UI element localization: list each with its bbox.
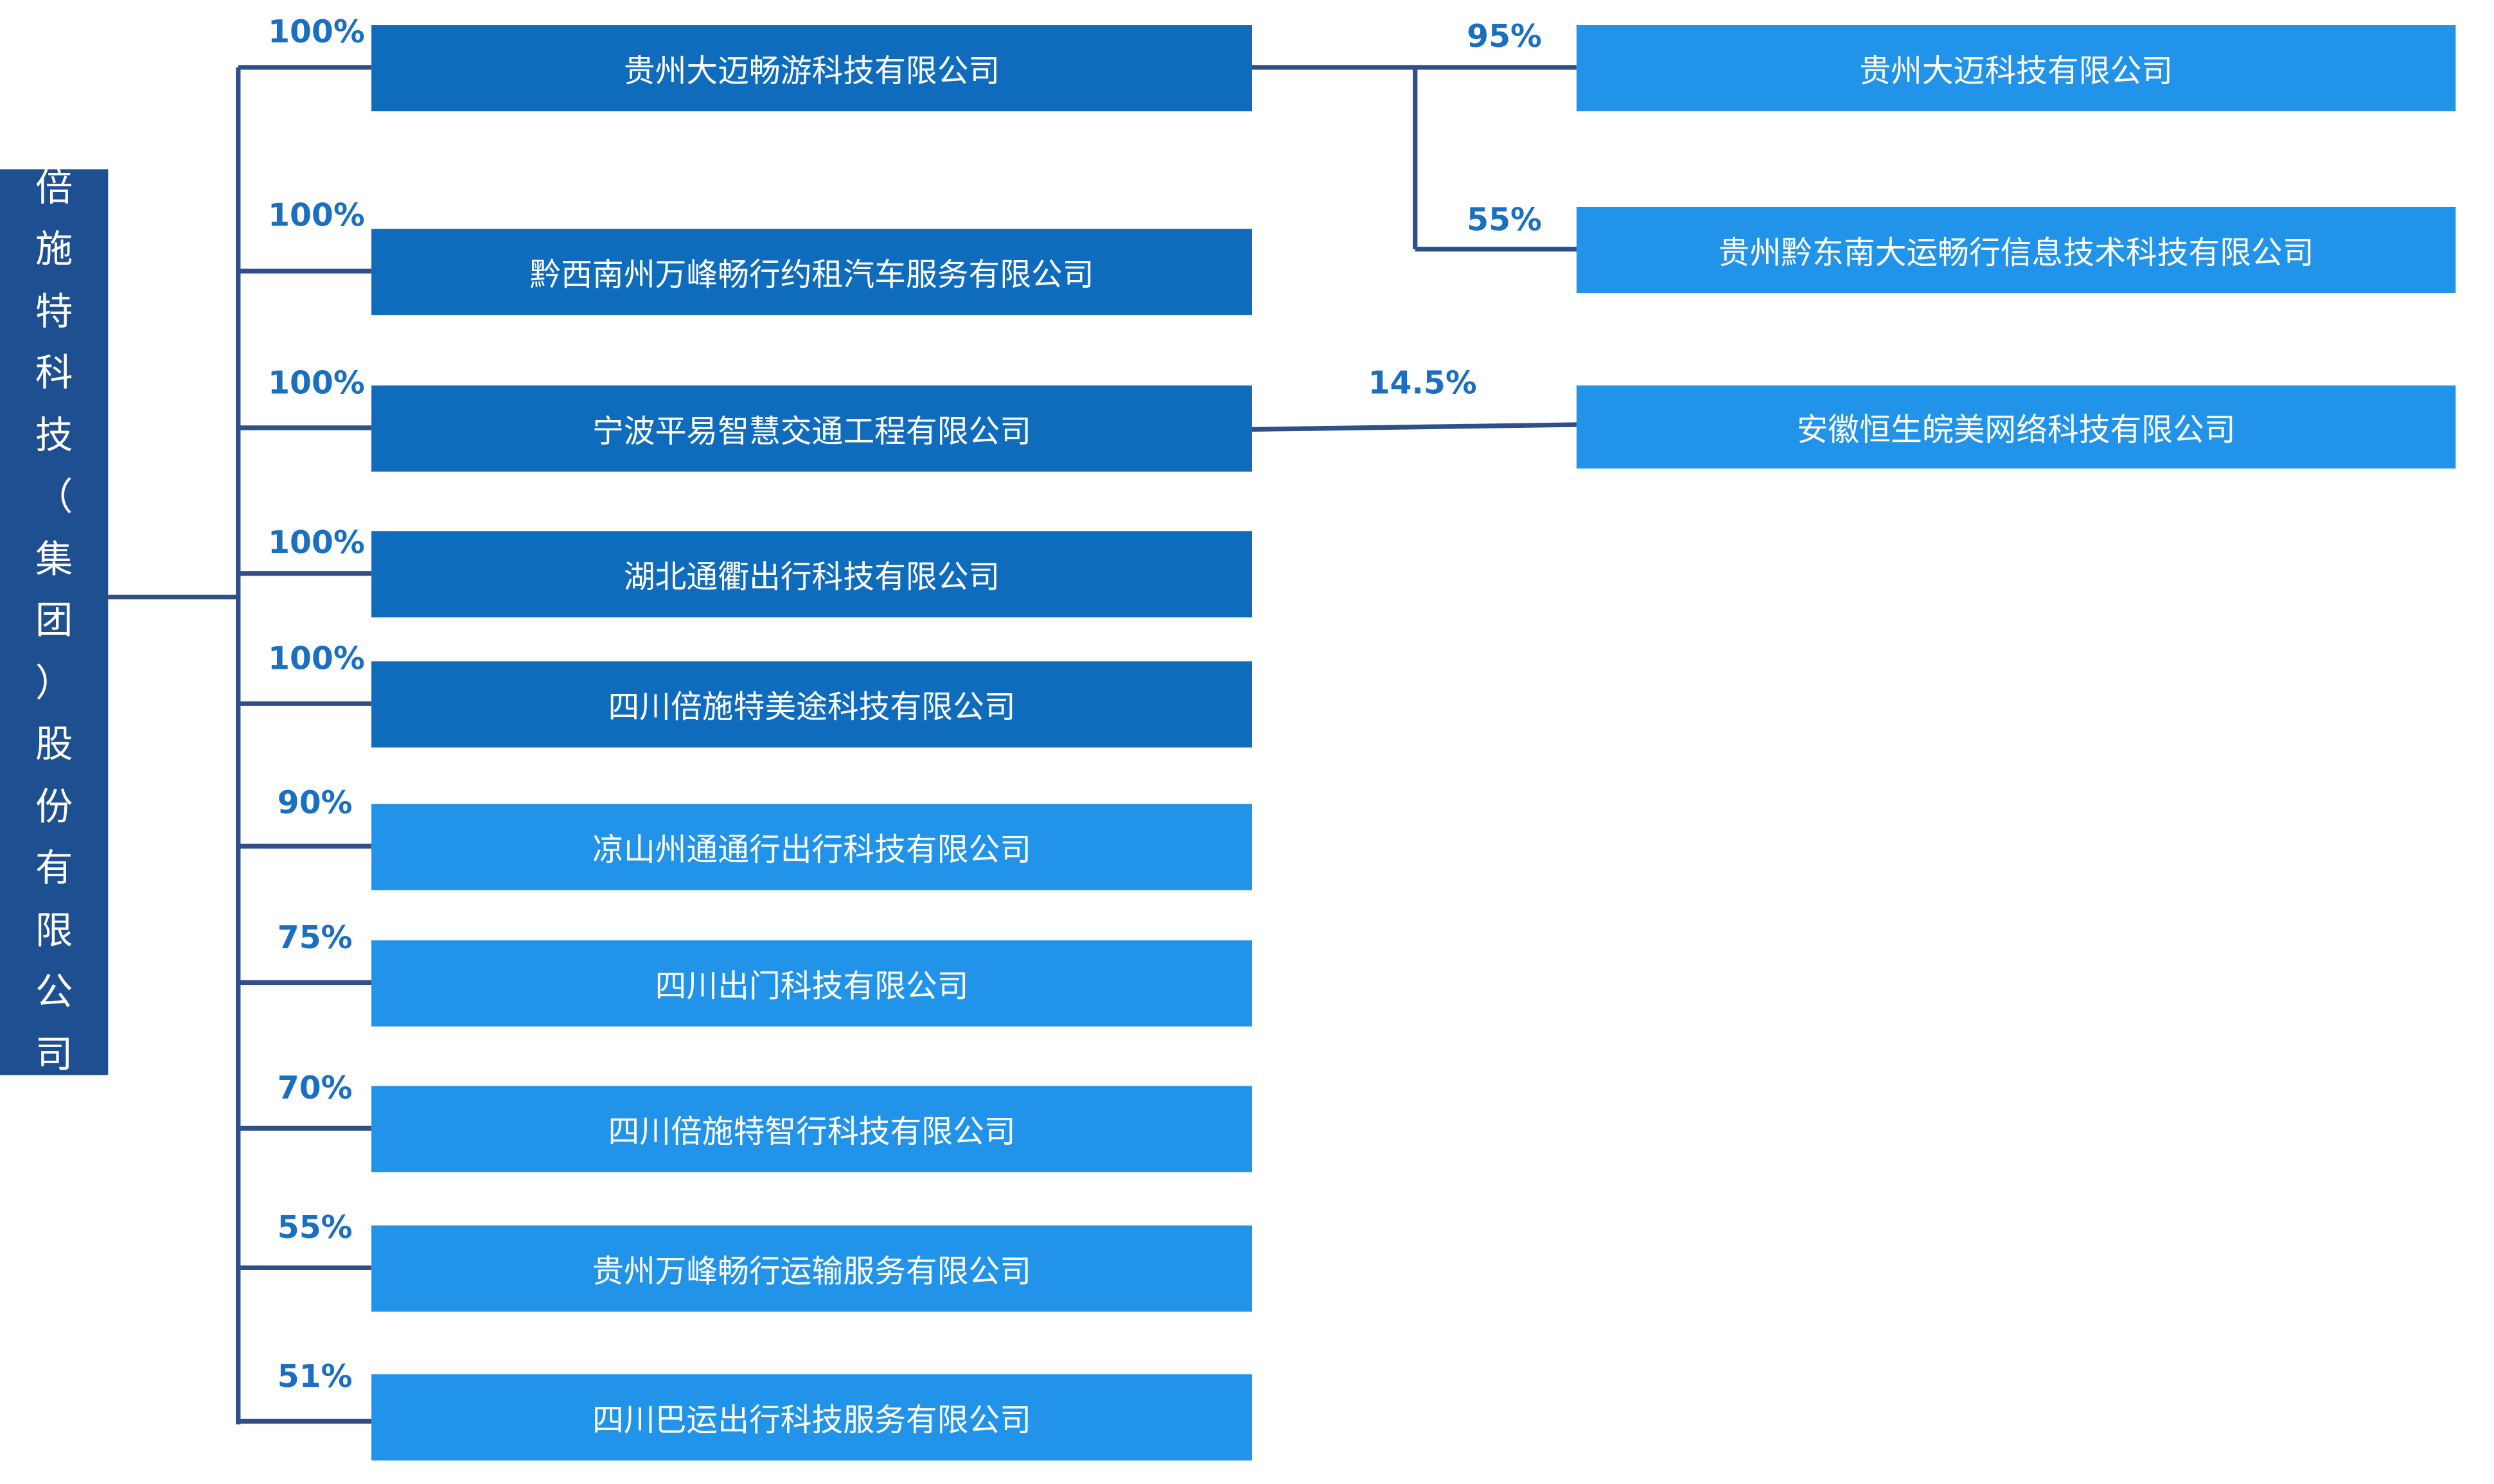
ownership-percent: 100% <box>268 195 365 234</box>
ownership-percent: 75% <box>277 918 353 956</box>
ownership-percent: 100% <box>268 639 365 677</box>
ownership-percent: 70% <box>277 1068 353 1107</box>
ownership-percent: 55% <box>277 1208 353 1246</box>
parent-company-char: 股 <box>35 723 73 767</box>
secondary-company-box: 贵州大迈科技有限公司 <box>1576 25 2456 112</box>
ownership-percent: 14.5% <box>1368 363 1477 402</box>
parent-company-char: 倍 <box>35 165 73 210</box>
subsidiary-box: 贵州万峰畅行运输服务有限公司 <box>371 1225 1252 1312</box>
subsidiary-box: 湖北通衢出行科技有限公司 <box>371 531 1252 618</box>
parent-company-char: 施 <box>35 227 73 272</box>
ownership-percent: 100% <box>268 363 365 402</box>
ownership-percent: 95% <box>1467 17 1542 55</box>
parent-company-char: 集 <box>35 537 73 581</box>
connector-secondary <box>1251 422 1577 432</box>
parent-company-char: 特 <box>35 289 73 333</box>
parent-company-char: 份 <box>35 784 73 829</box>
parent-company-char: 有 <box>35 846 73 891</box>
subsidiary-box: 四川巴运出行科技服务有限公司 <box>371 1374 1252 1461</box>
parent-company-char: 限 <box>35 908 73 953</box>
ownership-percent: 100% <box>268 523 365 561</box>
parent-company-char: 团 <box>35 599 73 643</box>
subsidiary-box: 贵州大迈畅游科技有限公司 <box>371 25 1252 112</box>
parent-company-char: ） <box>35 660 73 705</box>
subsidiary-box: 四川倍施特智行科技有限公司 <box>371 1086 1252 1172</box>
ownership-percent: 55% <box>1467 200 1542 238</box>
ownership-percent: 51% <box>277 1357 353 1395</box>
subsidiary-box: 四川出门科技有限公司 <box>371 940 1252 1027</box>
ownership-percent: 90% <box>277 783 353 822</box>
ownership-percent: 100% <box>268 12 365 51</box>
parent-company-char: 公 <box>35 970 73 1014</box>
subsidiary-box: 四川倍施特美途科技有限公司 <box>371 661 1252 748</box>
parent-company-char: （ <box>35 475 73 520</box>
parent-company-char: 司 <box>35 1032 73 1077</box>
parent-company-box: 倍施特科技 （ 集团 ） 股份有限公司 <box>0 166 109 1076</box>
subsidiary-box: 黔西南州万峰畅行约租汽车服务有限公司 <box>371 229 1252 315</box>
parent-company-char: 技 <box>35 413 73 457</box>
parent-company-char: 科 <box>35 351 73 396</box>
secondary-company-box: 安徽恒生皖美网络科技有限公司 <box>1576 385 2456 469</box>
subsidiary-box: 凉山州通通行出行科技有限公司 <box>371 804 1252 890</box>
subsidiary-box: 宁波平易智慧交通工程有限公司 <box>371 385 1252 472</box>
secondary-company-box: 贵州黔东南大运畅行信息技术科技有限公司 <box>1576 206 2456 294</box>
